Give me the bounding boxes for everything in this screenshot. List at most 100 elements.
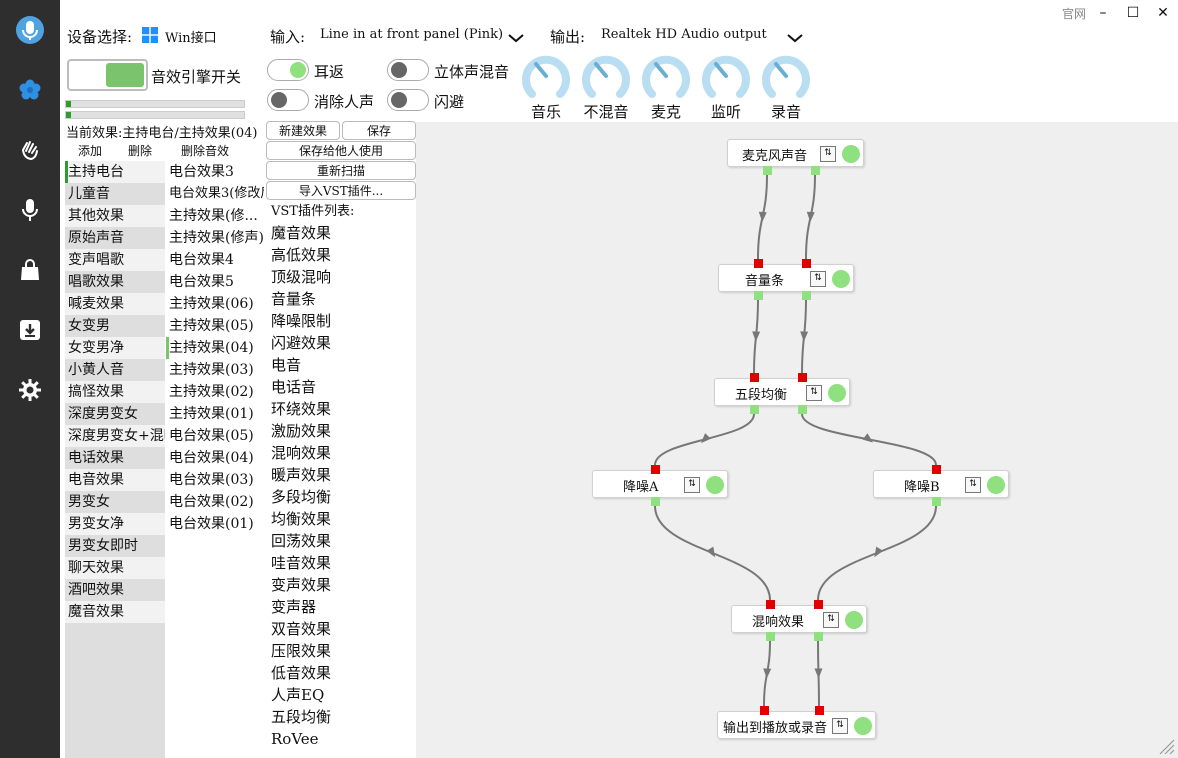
official-site-link[interactable]: 官网 xyxy=(1062,7,1087,21)
graph-node[interactable]: 降噪A⇅ xyxy=(592,470,728,498)
vst-plugin-item[interactable]: 压限效果 xyxy=(271,642,332,660)
node-output-port[interactable] xyxy=(802,291,811,300)
output-chevron-down-icon[interactable] xyxy=(787,31,803,47)
vst-plugin-item[interactable]: 变声效果 xyxy=(271,576,332,594)
node-output-port[interactable] xyxy=(814,632,823,641)
vst-plugin-item[interactable]: 低音效果 xyxy=(271,664,332,682)
preset-list-item[interactable]: 电台效果4 xyxy=(169,252,234,268)
node-status-led[interactable] xyxy=(854,717,872,735)
node-input-port[interactable] xyxy=(651,465,660,474)
effect-list-item[interactable]: 电话效果 xyxy=(68,450,124,466)
node-input-port[interactable] xyxy=(798,373,807,382)
vst-plugin-item[interactable]: 顶级混响 xyxy=(271,268,332,286)
node-input-port[interactable] xyxy=(760,706,769,715)
download-icon[interactable] xyxy=(0,310,60,350)
import-vst-button[interactable]: 导入VST插件... xyxy=(266,181,416,200)
effect-list-item[interactable]: 电音效果 xyxy=(65,469,165,491)
node-status-led[interactable] xyxy=(987,476,1005,494)
node-output-port[interactable] xyxy=(811,166,820,175)
resize-grip-icon[interactable] xyxy=(1158,738,1176,756)
preset-list-item[interactable]: 主持效果(02) xyxy=(169,384,254,400)
delete-effect-button[interactable]: 删除 xyxy=(128,144,153,158)
node-output-port[interactable] xyxy=(766,632,775,641)
effect-list-item[interactable]: 女变男 xyxy=(68,318,110,334)
volume-knob[interactable] xyxy=(520,50,572,102)
volume-knob[interactable] xyxy=(580,50,632,102)
vst-plugin-item[interactable]: 变声器 xyxy=(271,598,317,616)
monitor-return-toggle[interactable] xyxy=(267,59,309,81)
new-effect-button[interactable]: 新建效果 xyxy=(266,121,340,140)
close-button[interactable]: ✕ xyxy=(1157,5,1169,21)
vst-plugin-item[interactable]: 双音效果 xyxy=(271,620,332,638)
effect-list-item[interactable]: 男变女即时 xyxy=(68,538,138,554)
engine-switch[interactable] xyxy=(67,59,148,91)
vst-plugin-item[interactable]: 均衡效果 xyxy=(271,510,332,528)
effect-list-item[interactable]: 变声唱歌 xyxy=(65,249,165,271)
effect-list-item[interactable]: 聊天效果 xyxy=(65,557,165,579)
preset-list-item[interactable]: 电台效果(05) xyxy=(169,428,254,444)
effect-list-item[interactable]: 喊麦效果 xyxy=(65,293,165,315)
node-output-port[interactable] xyxy=(651,497,660,506)
node-input-port[interactable] xyxy=(802,259,811,268)
volume-knob[interactable] xyxy=(640,50,692,102)
device-value[interactable]: Win接口 xyxy=(165,31,217,46)
effect-list-item[interactable]: 深度男变女+混响 xyxy=(65,425,165,447)
node-input-port[interactable] xyxy=(932,465,941,474)
hand-icon[interactable] xyxy=(0,130,60,170)
vst-plugin-item[interactable]: 暖声效果 xyxy=(271,466,332,484)
node-status-led[interactable] xyxy=(842,145,860,163)
add-effect-button[interactable]: 添加 xyxy=(78,144,103,158)
effect-list-item[interactable]: 男变女 xyxy=(68,494,110,510)
flower-icon[interactable] xyxy=(0,70,60,110)
node-status-led[interactable] xyxy=(828,384,846,402)
preset-list-item[interactable]: 电台效果(03) xyxy=(169,472,254,488)
vst-plugin-item[interactable]: 魔音效果 xyxy=(271,224,332,242)
graph-node[interactable]: 五段均衡⇅ xyxy=(714,378,850,406)
node-settings-icon[interactable]: ⇅ xyxy=(832,718,848,734)
vst-plugin-item[interactable]: 降噪限制 xyxy=(271,312,332,330)
graph-node[interactable]: 麦克风声音⇅ xyxy=(727,139,864,167)
vst-plugin-item[interactable]: RoVee xyxy=(271,730,319,748)
vst-plugin-item[interactable]: 激励效果 xyxy=(271,422,332,440)
vst-plugin-item[interactable]: 电话音 xyxy=(271,378,317,396)
stereo-mix-toggle[interactable] xyxy=(387,59,429,81)
microphone-icon[interactable] xyxy=(0,190,60,230)
graph-node[interactable]: 音量条⇅ xyxy=(718,264,854,292)
node-input-port[interactable] xyxy=(750,373,759,382)
preset-list-item[interactable]: 电台效果(04) xyxy=(169,450,254,466)
node-settings-icon[interactable]: ⇅ xyxy=(684,477,700,493)
effect-list-item[interactable]: 唱歌效果 xyxy=(68,274,124,290)
preset-list-item[interactable]: 主持效果(04) xyxy=(166,337,264,359)
vst-plugin-item[interactable]: 哇音效果 xyxy=(271,554,332,572)
delete-sound-button[interactable]: 删除音效 xyxy=(181,144,230,158)
effect-list-item[interactable]: 其他效果 xyxy=(65,205,165,227)
node-input-port[interactable] xyxy=(814,600,823,609)
effect-list-item[interactable]: 女变男净 xyxy=(65,337,165,359)
vst-plugin-item[interactable]: 电音 xyxy=(271,356,302,374)
vst-plugin-item[interactable]: 多段均衡 xyxy=(271,488,332,506)
preset-list-item[interactable]: 主持效果(修... xyxy=(169,208,258,224)
effect-list-item[interactable]: 深度男变女 xyxy=(68,406,138,422)
preset-list-item[interactable]: 主持效果(05) xyxy=(169,318,254,334)
node-output-port[interactable] xyxy=(754,291,763,300)
preset-list-item[interactable]: 主持效果(修声) xyxy=(169,230,264,246)
node-output-port[interactable] xyxy=(798,405,807,414)
node-input-port[interactable] xyxy=(815,706,824,715)
node-settings-icon[interactable]: ⇅ xyxy=(820,146,836,162)
graph-node[interactable]: 输出到播放或录音⇅ xyxy=(717,711,876,739)
preset-list-item[interactable]: 电台效果(02) xyxy=(169,494,254,510)
vst-plugin-item[interactable]: 音量条 xyxy=(271,290,317,308)
output-select[interactable]: Realtek HD Audio output xyxy=(601,27,767,42)
preset-list-item[interactable]: 电台效果5 xyxy=(169,274,234,290)
gear-icon[interactable] xyxy=(0,370,60,410)
vst-plugin-item[interactable]: 五段均衡 xyxy=(271,708,332,726)
effect-list-item[interactable]: 搞怪效果 xyxy=(65,381,165,403)
effect-list-item[interactable]: 小黄人音 xyxy=(68,362,124,378)
maximize-button[interactable]: ☐ xyxy=(1126,5,1140,21)
node-status-led[interactable] xyxy=(845,611,863,629)
ducking-toggle[interactable] xyxy=(387,89,429,111)
node-settings-icon[interactable]: ⇅ xyxy=(965,477,981,493)
node-status-led[interactable] xyxy=(832,270,850,288)
save-button[interactable]: 保存 xyxy=(342,121,416,140)
vst-plugin-item[interactable]: 混响效果 xyxy=(271,444,332,462)
